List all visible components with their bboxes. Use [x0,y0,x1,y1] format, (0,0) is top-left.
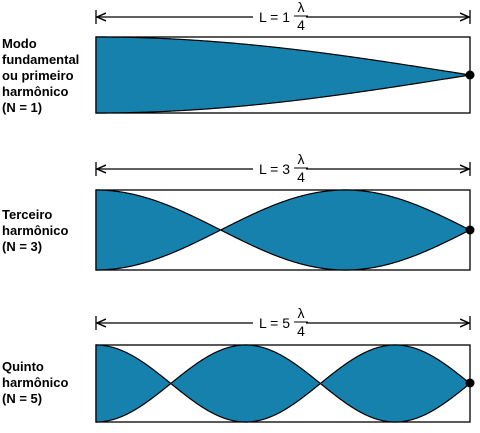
label-third: Terceiro harmônico (N = 3) [2,207,68,255]
panel-fundamental: L = 1 λ 4 [95,0,475,114]
dimension-prefix: L = 1 [259,9,290,25]
label-line: (N = 5) [2,391,43,406]
label-line: ou primeiro [2,68,74,83]
fraction-numerator: λ [298,305,305,321]
fraction-denominator: 4 [297,323,305,339]
label-line: Terceiro [2,207,53,222]
closed-end-node [465,378,475,388]
closed-end-node [465,70,475,80]
dimension-line: L = 3 λ 4 [95,151,471,185]
label-line: harmônico [2,223,69,238]
dimension-prefix: L = 3 [259,161,290,177]
dimension-line: L = 1 λ 4 [95,0,471,33]
fraction-numerator: λ [298,151,305,167]
label-line: harmônico [2,375,69,390]
fraction-denominator: 4 [297,17,305,33]
label-fundamental: Modo fundamental ou primeiro harmônico (… [2,36,79,116]
label-line: Modo [2,36,37,51]
label-line: (N = 1) [2,100,43,115]
dimension-line: L = 5 λ 4 [95,305,471,339]
closed-end-node [465,225,475,235]
fraction-numerator: λ [298,0,305,15]
label-line: fundamental [2,52,80,67]
label-fifth: Quinto harmônico (N = 5) [2,359,68,407]
label-line: (N = 3) [2,239,43,254]
label-line: harmônico [2,84,69,99]
dimension-prefix: L = 5 [259,315,290,331]
panel-fifth: L = 5 λ 4 [95,305,475,423]
panel-third: L = 3 λ 4 [95,151,475,271]
label-line: Quinto [2,359,44,374]
fraction-denominator: 4 [297,169,305,185]
